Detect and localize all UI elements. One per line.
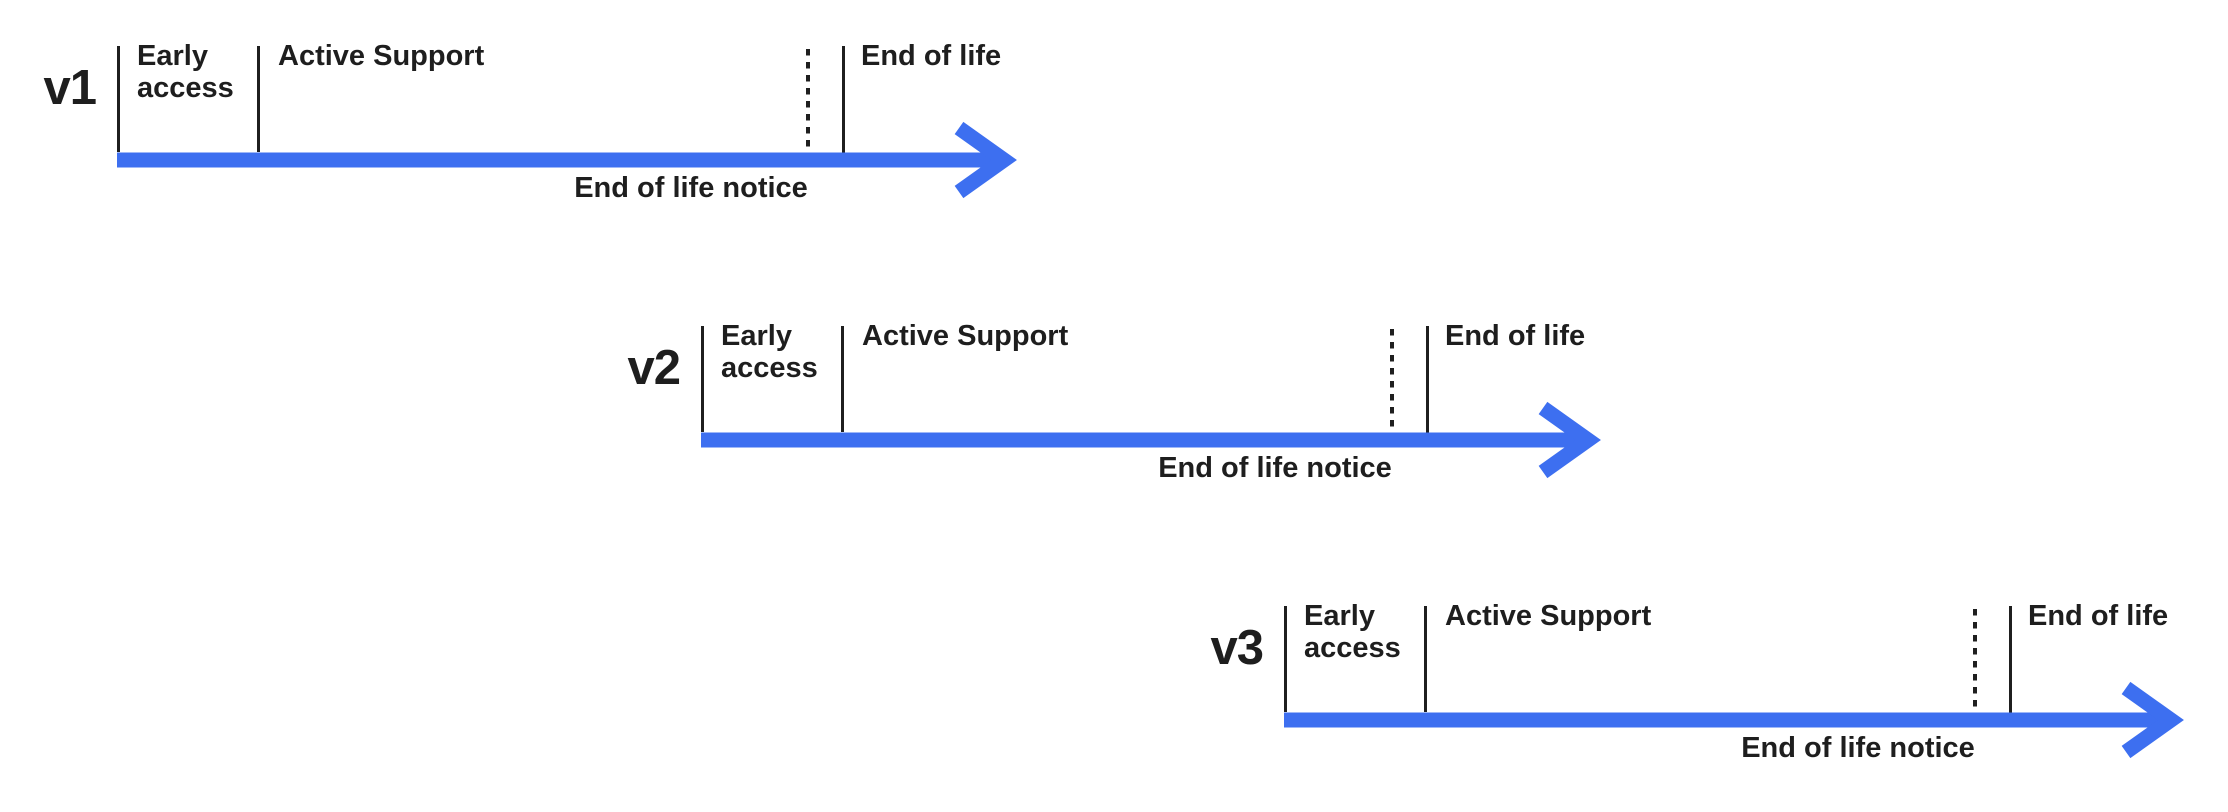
phase-label-end-of-life-notice: End of life notice [1158, 452, 1392, 484]
timeline-arrow-head [1538, 401, 1601, 479]
phase-label-active-support: Active Support [1445, 600, 1652, 632]
timeline-axis-graphic [1284, 606, 2184, 759]
phase-label-active-support: Active Support [278, 40, 485, 72]
phase-label-end-of-life-notice: End of life notice [1741, 732, 1975, 764]
timeline-axis-graphic [117, 46, 1017, 199]
version-label: v1 [43, 61, 97, 115]
phase-label-end-of-life-notice: End of life notice [574, 172, 808, 204]
phase-label-early-access: Early access [1304, 600, 1401, 664]
phase-label-end-of-life: End of life [861, 40, 1002, 72]
phase-label-active-support: Active Support [862, 320, 1069, 352]
phase-label-end-of-life: End of life [2028, 600, 2169, 632]
timeline-v3: v3 Early access Active Support End of li… [1167, 560, 2228, 800]
timeline-axis-graphic [701, 326, 1601, 479]
timeline-v1: v1 Early access Active Support End of li… [0, 0, 1100, 240]
version-label: v2 [627, 341, 681, 395]
timeline-v2: v2 Early access Active Support End of li… [584, 280, 1684, 520]
phase-label-early-access: Early access [721, 320, 818, 384]
timeline-arrow-head [2121, 681, 2184, 759]
version-label: v3 [1210, 621, 1264, 675]
phase-label-early-access: Early access [137, 40, 234, 104]
phase-label-end-of-life: End of life [1445, 320, 1586, 352]
timeline-arrow-head [954, 121, 1017, 199]
